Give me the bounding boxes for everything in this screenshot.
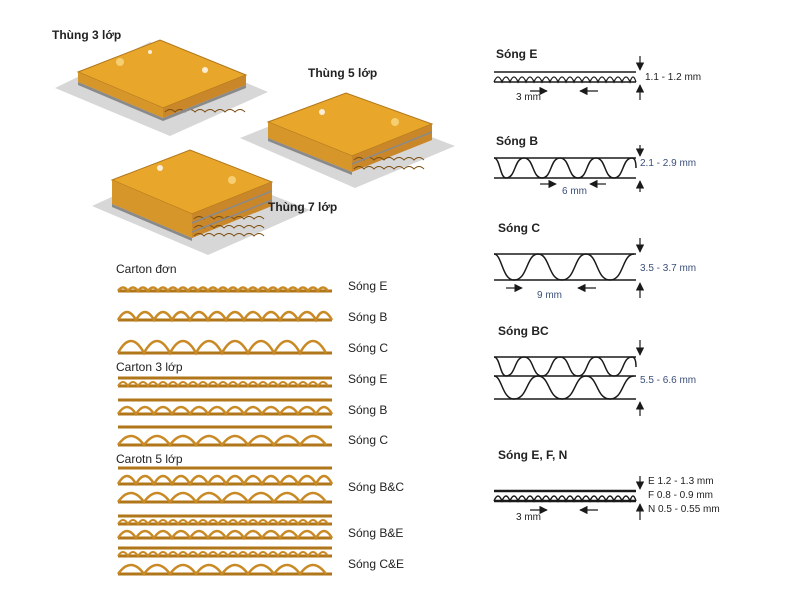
flute-e-title: Sóng E — [496, 47, 538, 61]
three-b-label: Sóng B — [348, 403, 388, 417]
single-flute-e-strip — [116, 286, 332, 294]
flute-efn-pitch: 3 mm — [516, 512, 541, 523]
single-flute-c-strip — [116, 339, 332, 356]
flute-b-pitch: 6 mm — [562, 186, 587, 197]
three-e-label: Sóng E — [348, 372, 388, 386]
five-layer-bc-strip — [116, 466, 334, 505]
flute-b-height: 2.1 - 2.9 mm — [640, 158, 697, 169]
box-7-layer-illustration — [92, 149, 310, 255]
box-3-layer-label: Thùng 3 lớp — [52, 28, 122, 42]
five-layer-be-strip — [116, 514, 334, 541]
single-c-label: Sóng C — [348, 341, 389, 355]
flute-c-diagram — [493, 238, 645, 298]
group-3-layer-label: Carton 3 lớp — [116, 360, 183, 374]
flute-efn-diagram — [493, 476, 645, 520]
flute-efn-title: Sóng E, F, N — [498, 448, 568, 462]
flute-n-range: N 0.5 - 0.55 mm — [648, 504, 720, 515]
five-be-label: Sóng B&E — [348, 526, 404, 540]
flute-bc-title: Sóng BC — [498, 324, 549, 338]
flute-c-height: 3.5 - 3.7 mm — [640, 263, 697, 274]
flute-e-diagram — [493, 56, 645, 100]
flute-c-title: Sóng C — [498, 221, 540, 235]
flute-e-range: E 1.2 - 1.3 mm — [648, 476, 714, 487]
box-7-layer-label: Thùng 7 lớp — [268, 200, 338, 214]
flute-e-height: 1.1 - 1.2 mm — [645, 72, 702, 83]
five-ce-label: Sóng C&E — [348, 557, 405, 571]
flute-bc-height: 5.5 - 6.6 mm — [640, 375, 697, 386]
single-e-label: Sóng E — [348, 279, 388, 293]
box-5-layer-label: Thùng 5 lớp — [308, 66, 378, 80]
single-b-label: Sóng B — [348, 310, 388, 324]
five-layer-ce-strip — [116, 546, 332, 577]
flute-e-pitch: 3 mm — [516, 92, 541, 103]
flute-bc-diagram — [493, 340, 645, 416]
flute-c-pitch: 9 mm — [537, 290, 562, 301]
box-5-layer-illustration — [240, 92, 455, 188]
five-bc-label: Sóng B&C — [348, 480, 405, 494]
flute-b-diagram — [493, 145, 645, 192]
flute-f-range: F 0.8 - 0.9 mm — [648, 490, 714, 501]
group-5-layer-label: Carotn 5 lớp — [116, 452, 183, 466]
group-single-label: Carton đơn — [116, 262, 177, 276]
three-layer-e-strip — [117, 376, 332, 388]
flute-b-title: Sóng B — [496, 134, 538, 148]
three-c-label: Sóng C — [348, 433, 389, 447]
single-flute-b-strip — [116, 310, 334, 323]
three-layer-c-strip — [116, 425, 332, 448]
three-layer-b-strip — [116, 398, 334, 417]
box-3-layer-illustration — [55, 39, 268, 136]
